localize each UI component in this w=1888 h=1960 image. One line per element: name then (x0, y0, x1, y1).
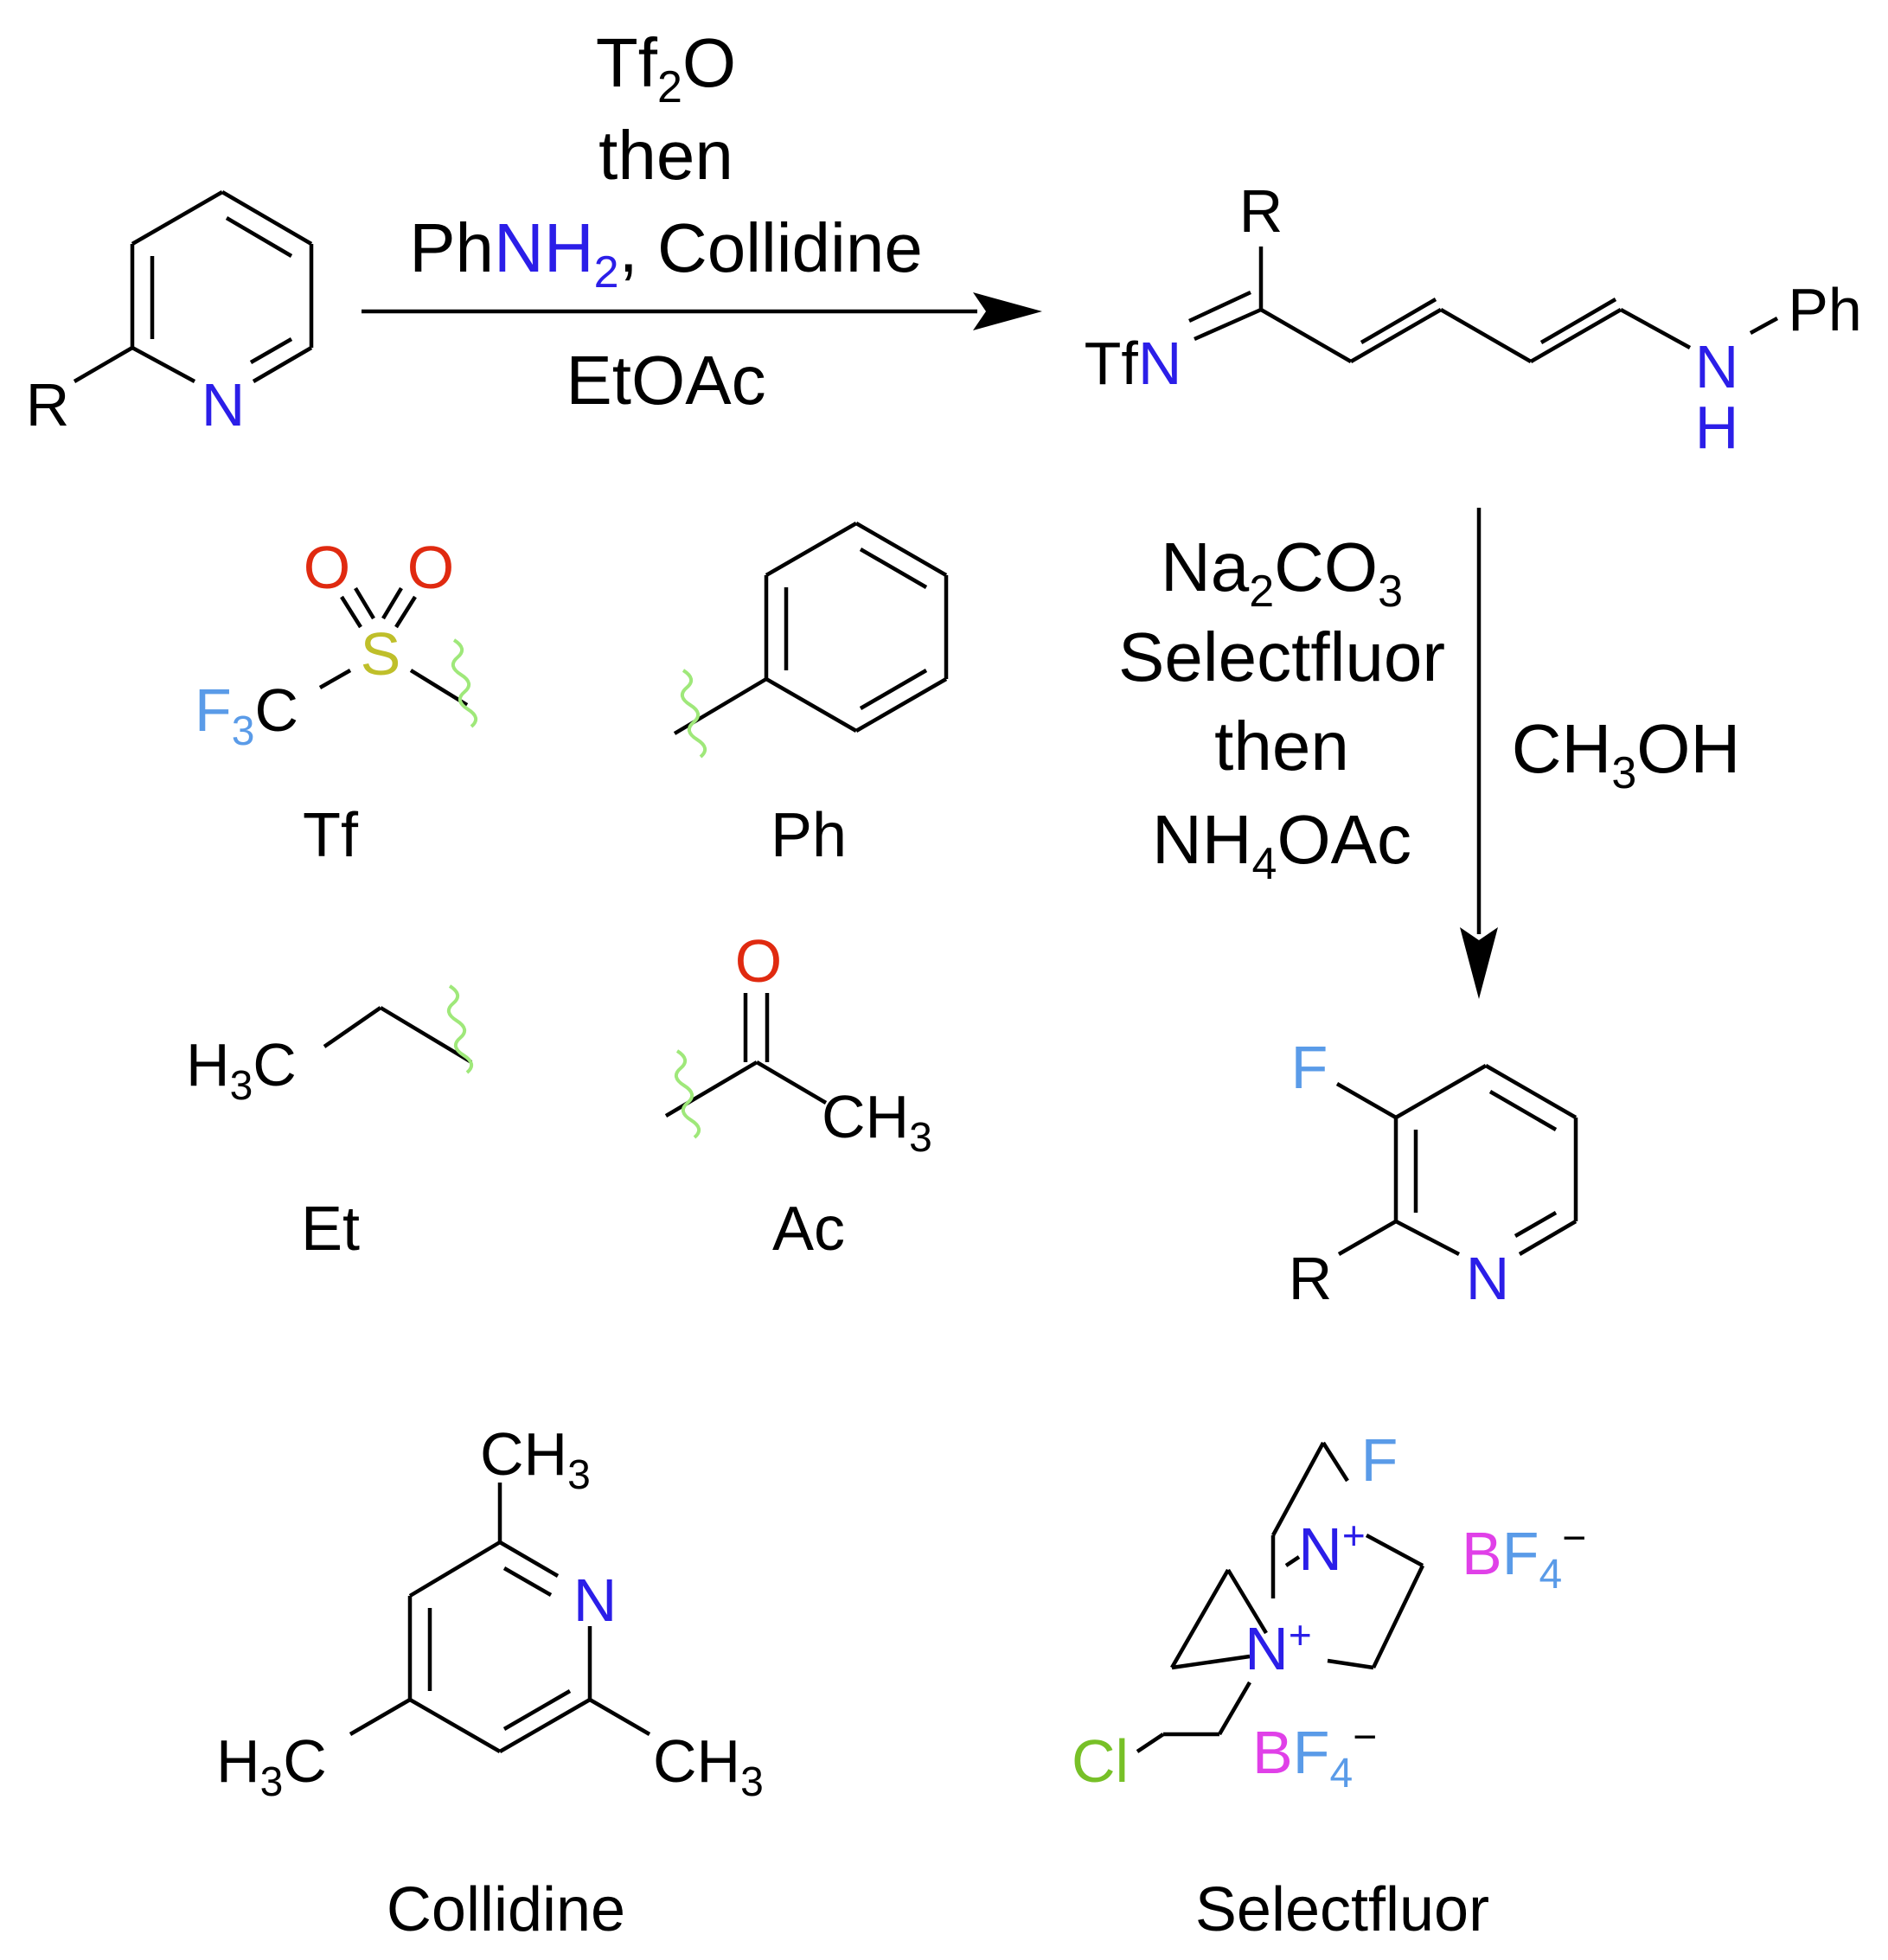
collidine-n-atom: N (573, 1566, 618, 1634)
et-ch3: H3C (186, 1031, 297, 1109)
step2-reagent-nh4oac: NH4OAc (1152, 801, 1411, 889)
starting-material-pyridine: N R (26, 190, 314, 439)
selectfluor-caption: Selectfluor (1195, 1875, 1489, 1944)
step2-conditions: Na2CO3 Selectfluor then NH4OAc CH3OH (1118, 528, 1740, 889)
reaction-arrow-1 (362, 292, 1042, 330)
step2-solvent: CH3OH (1512, 710, 1740, 798)
collidine-ch3-top: CH3 (480, 1420, 591, 1498)
ac-oxygen: O (735, 927, 782, 995)
step2-reagent-na2co3: Na2CO3 (1161, 528, 1403, 617)
ac-caption: Ac (772, 1195, 845, 1264)
legend-ph: Ph (673, 522, 949, 870)
collidine-ch3-right: CH3 (653, 1727, 764, 1805)
ac-ch3: CH3 (822, 1083, 932, 1161)
selectfluor-n2: N+ (1245, 1612, 1311, 1682)
step1-conditions: Tf2O then PhNH2, Collidine EtOAc (409, 24, 923, 419)
selectfluor-f-atom: F (1361, 1426, 1398, 1494)
collidine-ch3-left: H3C (216, 1727, 327, 1805)
step1-reagent-tf2o: Tf2O (596, 24, 736, 112)
legend-ac: O CH3 Ac (664, 927, 932, 1264)
collidine-structure: N CH3 H3C CH3 Collidine (216, 1420, 764, 1944)
intermediate-zincke-imine: R TfN N H Ph (1085, 177, 1862, 461)
tf-oxygen-2: O (407, 534, 454, 601)
reaction-arrow-2 (1460, 508, 1498, 999)
product-n-atom: N (1466, 1245, 1510, 1312)
product-f-atom: F (1291, 1034, 1328, 1101)
et-caption: Et (301, 1195, 360, 1264)
step2-reagent-selectfluor: Selectfluor (1118, 618, 1445, 695)
start-n-atom: N (202, 371, 246, 439)
tf-caption: Tf (303, 801, 359, 870)
collidine-caption: Collidine (387, 1875, 625, 1944)
product-r-group: R (1289, 1245, 1333, 1312)
tf-cf3: F3C (195, 676, 298, 754)
product-fluoropyridine: N R F (1289, 1034, 1578, 1312)
tf-oxygen-1: O (304, 534, 350, 601)
selectfluor-anion-2: BF4− (1252, 1714, 1377, 1797)
start-r-group: R (26, 371, 70, 439)
tf-sulfur: S (361, 620, 401, 688)
step1-reagent-aniline: PhNH2, Collidine (409, 209, 923, 298)
intermediate-amine-h: H (1695, 394, 1739, 461)
intermediate-r-group: R (1239, 177, 1283, 245)
selectfluor-anion-1: BF4− (1462, 1515, 1586, 1598)
ph-caption: Ph (771, 801, 847, 870)
legend-et: H3C Et (186, 984, 474, 1264)
selectfluor-cl-atom: Cl (1072, 1727, 1129, 1795)
step1-solvent: EtOAc (566, 342, 765, 419)
selectfluor-structure: F N+ N+ Cl BF4− BF4− Selectfluor (1072, 1426, 1586, 1944)
intermediate-phenyl: Ph (1788, 276, 1862, 343)
intermediate-tf-imine: TfN (1085, 330, 1182, 397)
intermediate-amine-n: N (1695, 333, 1739, 400)
selectfluor-n1: N+ (1298, 1513, 1365, 1583)
legend-tf: O O S F3C Tf (195, 534, 478, 870)
step1-then: then (598, 117, 733, 194)
step2-then: then (1214, 708, 1349, 785)
